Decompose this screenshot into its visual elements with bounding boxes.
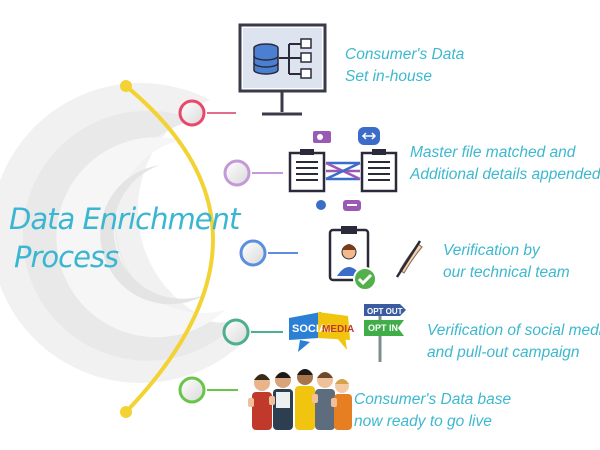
step-2-text: Master file matched and Additional detai… xyxy=(410,142,600,186)
monitor-database-icon xyxy=(238,23,327,116)
step-1-text: Consumer's Data Set in-house xyxy=(345,44,464,88)
step-1-node xyxy=(178,99,236,127)
verification-badge-icon xyxy=(328,226,423,291)
step-2-node xyxy=(223,159,283,187)
arc-end-top xyxy=(120,80,132,92)
step-4-line2: and pull-out campaign xyxy=(427,344,580,361)
process-title-line1: Data Enrichment xyxy=(9,202,240,236)
step-2-line2: Additional details appended xyxy=(410,166,600,183)
file-matching-icon xyxy=(288,127,398,211)
arc-end-bottom xyxy=(120,406,132,418)
step-4-line1: Verification of social media xyxy=(427,322,600,339)
timeline-arc xyxy=(124,84,215,414)
opt-out-label: OPT OUT xyxy=(367,307,403,316)
step-3-text: Verification by our technical team xyxy=(443,240,570,284)
step-3-line2: our technical team xyxy=(443,264,570,281)
social-media-optin-icon: SOCIAL MEDIA OPT OUT OPT IN xyxy=(289,304,406,362)
opt-in-label: OPT IN xyxy=(368,323,398,333)
process-title-line2: Process xyxy=(14,240,119,274)
step-5-node xyxy=(178,376,238,404)
media-label: MEDIA xyxy=(322,324,354,335)
people-thumbs-up-icon xyxy=(248,369,352,430)
step-2-line1: Master file matched and xyxy=(410,144,576,161)
step-4-node xyxy=(222,318,283,346)
step-3-node xyxy=(239,239,298,267)
step-5-line2: now ready to go live xyxy=(354,413,492,430)
swirl-background xyxy=(0,82,255,383)
step-5-text: Consumer's Data base now ready to go liv… xyxy=(354,389,511,433)
social-label: SOCIAL xyxy=(292,323,334,335)
step-3-line1: Verification by xyxy=(443,242,540,259)
step-1-line1: Consumer's Data xyxy=(345,46,465,63)
step-4-text: Verification of social media and pull-ou… xyxy=(427,320,600,364)
step-1-line2: Set in-house xyxy=(345,68,433,85)
step-5-line1: Consumer's Data base xyxy=(354,391,512,408)
